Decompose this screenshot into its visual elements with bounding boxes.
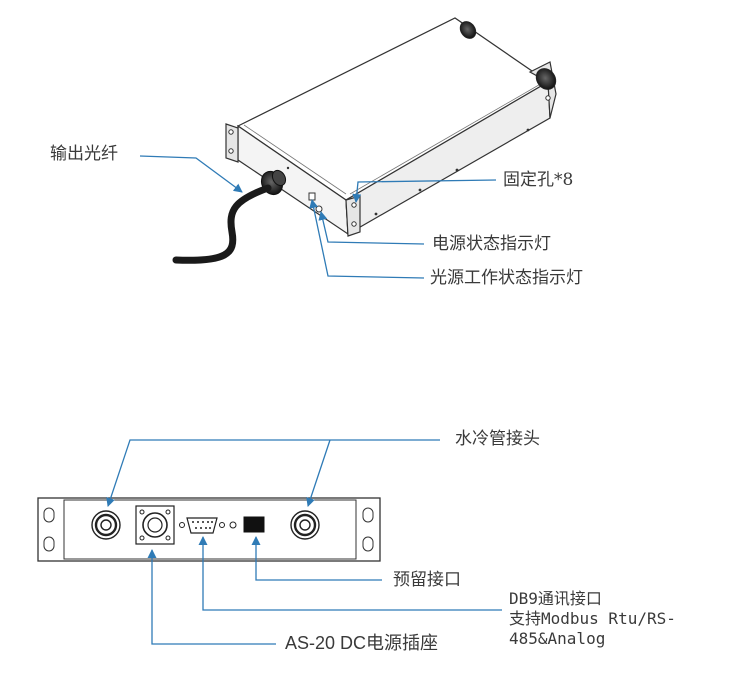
leader-water-right	[306, 439, 331, 507]
leader-db9	[198, 536, 502, 611]
leader-source-indicator	[309, 199, 425, 279]
leader-reserved-port	[251, 536, 382, 581]
top-leaders	[139, 155, 497, 279]
label-output-fiber: 输出光纤	[50, 144, 118, 164]
leader-power-indicator	[318, 211, 425, 245]
device-perspective	[225, 17, 557, 237]
mounting-hole	[228, 129, 234, 135]
water-connector-right	[290, 510, 320, 540]
mounting-hole	[351, 202, 357, 208]
power-led	[315, 205, 323, 213]
label-db9-line2: 支持Modbus Rtu/RS-	[509, 609, 676, 628]
label-power-indicator: 电源状态指示灯	[432, 234, 551, 254]
front-flange-right	[345, 195, 361, 237]
water-connector-left	[91, 510, 121, 540]
output-fiber-cable	[172, 184, 272, 264]
db9-connector	[179, 517, 225, 534]
bottom-leaders	[106, 439, 502, 645]
mounting-hole	[545, 95, 551, 101]
dc-power-socket	[135, 505, 175, 545]
label-mounting-holes: 固定孔*8	[503, 170, 574, 190]
leader-output-fiber	[139, 155, 243, 193]
status-led	[308, 192, 316, 201]
leader-mounting-holes	[352, 179, 497, 203]
panel-front-view	[37, 497, 381, 562]
label-power-socket: AS-20 DC电源插座	[285, 633, 439, 653]
label-db9-line3: 485&Analog	[509, 629, 606, 648]
label-db9-line1: DB9通讯接口	[509, 589, 602, 608]
label-source-indicator: 光源工作状态指示灯	[430, 268, 583, 288]
label-water-connector: 水冷管接头	[455, 429, 540, 449]
label-reserved-port: 预留接口	[393, 570, 461, 590]
panel-indicator	[229, 521, 237, 529]
side-screws	[286, 128, 530, 216]
leader-power-socket	[147, 549, 276, 645]
mounting-hole	[351, 221, 357, 227]
rear-water-connectors	[459, 21, 557, 90]
reserved-port	[243, 516, 265, 533]
leader-water-left	[106, 439, 440, 507]
mounting-hole	[228, 148, 234, 154]
